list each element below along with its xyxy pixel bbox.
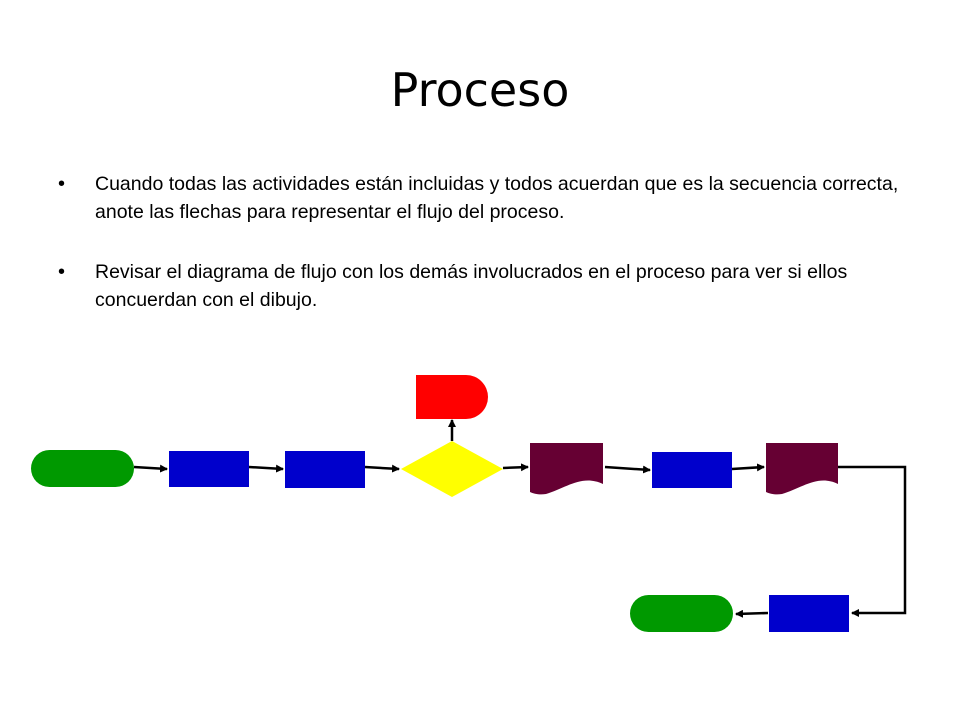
- document-1-shape: [530, 443, 603, 495]
- slide-title: Proceso: [390, 63, 570, 117]
- arrow-step-2-to-decision: [364, 464, 400, 473]
- bullet-dot: •: [58, 261, 66, 283]
- bullet-text: Revisar el diagrama de flujo con los dem…: [95, 261, 848, 311]
- decision-shape: [401, 441, 503, 497]
- end-terminator-shape: [630, 595, 733, 632]
- process-step-2-shape: [285, 451, 365, 488]
- bullet-item: • Revisar el diagrama de flujo con los d…: [58, 258, 918, 314]
- process-step-4-shape: [769, 595, 849, 632]
- arrow-step-1-to-step-2: [248, 464, 284, 473]
- bullet-dot: •: [58, 173, 66, 195]
- arrow-decision-to-document-1: [502, 463, 529, 472]
- arrow-step-3-to-document-2: [731, 463, 765, 472]
- process-step-3-shape: [652, 452, 732, 488]
- arrow-step-4-to-end: [735, 609, 769, 618]
- start-terminator-shape: [31, 450, 134, 487]
- delay-shape: [416, 375, 488, 419]
- bullet-text: Cuando todas las actividades están inclu…: [95, 173, 899, 223]
- connectors: [133, 419, 907, 618]
- document-2-shape: [766, 443, 838, 495]
- arrow-document-2-to-step-4: [838, 465, 907, 617]
- process-step-1-shape: [169, 451, 249, 487]
- arrow-start-to-step-1: [133, 464, 168, 473]
- bullet-item: • Cuando todas las actividades están inc…: [58, 170, 918, 226]
- bullet-list: • Cuando todas las actividades están inc…: [58, 170, 918, 346]
- arrow-document-1-to-step-3: [604, 465, 651, 474]
